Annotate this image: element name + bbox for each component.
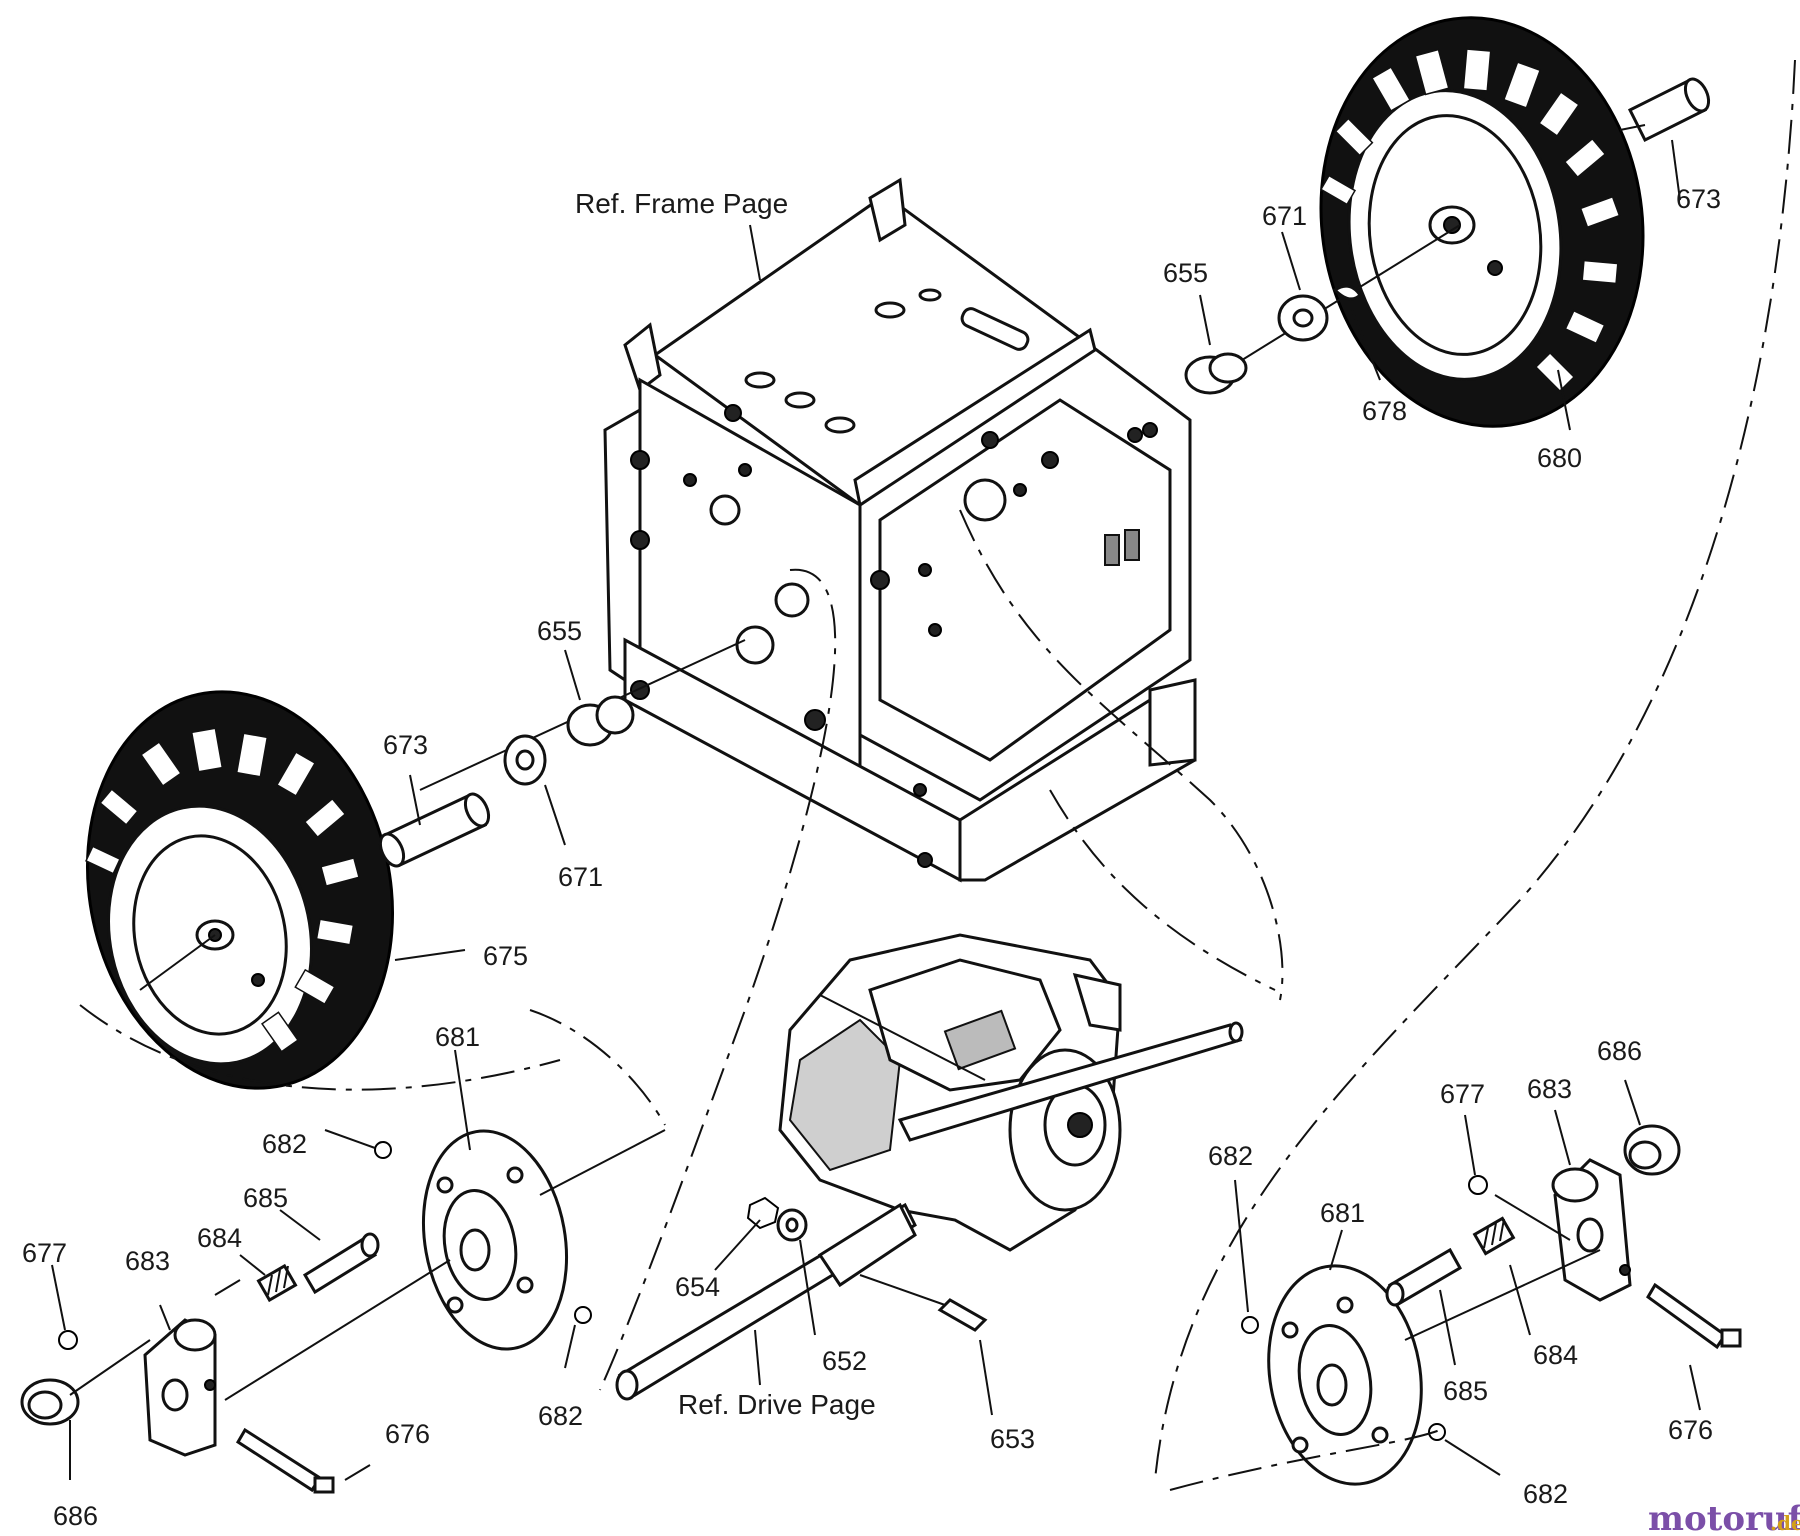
callout-684-left: 684 — [197, 1223, 242, 1253]
callout-683-left: 683 — [125, 1246, 170, 1276]
callout-653: 653 — [990, 1424, 1035, 1454]
right-hub-assembly — [1241, 1124, 1742, 1486]
callout-655-right: 655 — [1163, 258, 1208, 288]
ref-frame-page: Ref. Frame Page — [575, 188, 788, 219]
watermark-brand: motoruf — [1648, 1499, 1800, 1536]
callout-682-bottom-left: 682 — [538, 1401, 583, 1431]
callout-676-right: 676 — [1668, 1415, 1713, 1445]
callout-673-right: 673 — [1676, 184, 1721, 214]
callout-677-left: 677 — [22, 1238, 67, 1268]
callout-680: 680 — [1537, 443, 1582, 473]
right-tire-tread — [1319, 48, 1621, 393]
callout-685-left: 685 — [243, 1183, 288, 1213]
leader-lines — [51, 139, 1701, 1481]
watermark-logo: motoruf .de — [1648, 1499, 1800, 1536]
callout-681-left: 681 — [435, 1022, 480, 1052]
frame-holes — [630, 288, 1158, 868]
right-spring — [1472, 1216, 1516, 1256]
callout-682-top-right: 682 — [1208, 1141, 1253, 1171]
callout-686-left: 686 — [53, 1501, 98, 1531]
transmission — [615, 933, 1244, 1401]
left-hub-assembly — [20, 1129, 592, 1494]
ref-drive-page: Ref. Drive Page — [678, 1389, 876, 1420]
callout-654: 654 — [675, 1272, 720, 1302]
watermark-suffix: .de — [1770, 1511, 1800, 1535]
callout-671-left: 671 — [558, 862, 603, 892]
callout-655-left: 655 — [537, 616, 582, 646]
left-wheel — [85, 690, 395, 1090]
right-wheel — [1319, 16, 1645, 428]
callout-677-right: 677 — [1440, 1079, 1485, 1109]
frame-assembly — [603, 177, 1197, 883]
callout-676-left: 676 — [385, 1419, 430, 1449]
callout-652: 652 — [822, 1346, 867, 1376]
callout-678: 678 — [1362, 396, 1407, 426]
callout-675: 675 — [483, 941, 528, 971]
callout-684-right: 684 — [1533, 1340, 1578, 1370]
left-tire-tread — [85, 727, 360, 1053]
callout-681-right: 681 — [1320, 1198, 1365, 1228]
callout-671-right: 671 — [1262, 201, 1307, 231]
callout-682-top-left: 682 — [262, 1129, 307, 1159]
right-axle-parts — [1184, 77, 1711, 395]
callout-673-left: 673 — [383, 730, 428, 760]
reference-lines — [79, 59, 1796, 1491]
callout-682-bottom-right: 682 — [1523, 1479, 1568, 1509]
callout-685-right: 685 — [1443, 1376, 1488, 1406]
left-spring — [256, 1263, 298, 1303]
callout-labels: 673 671 655 678 680 655 673 671 675 681 … — [22, 184, 1721, 1531]
callout-686-right: 686 — [1597, 1036, 1642, 1066]
callout-683-right: 683 — [1527, 1074, 1572, 1104]
left-axle-parts — [139, 639, 746, 991]
